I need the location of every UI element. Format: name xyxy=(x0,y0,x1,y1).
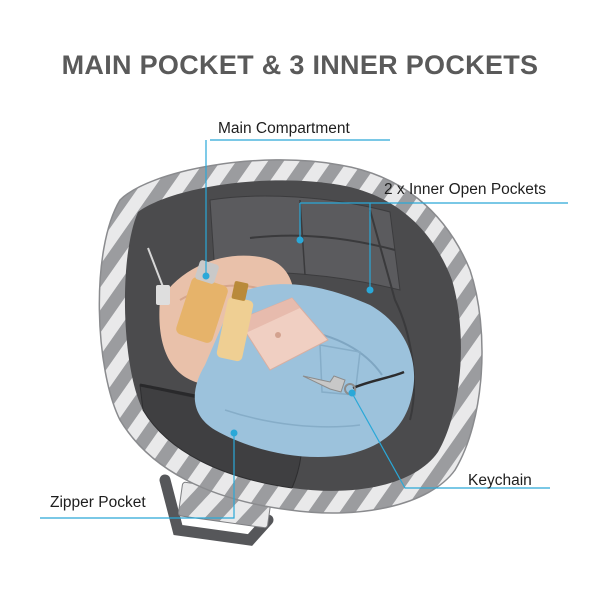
hang-tag xyxy=(147,247,170,305)
inner-open-pockets-label: 2 x Inner Open Pockets xyxy=(384,181,546,198)
callout-main-compartment xyxy=(202,139,390,280)
keychain xyxy=(302,370,405,395)
page-title: MAIN POCKET & 3 INNER POCKETS xyxy=(61,50,539,80)
main-compartment-label: Main Compartment xyxy=(218,120,350,137)
callout-zipper-pocket xyxy=(40,429,238,519)
zipper-pocket-label: Zipper Pocket xyxy=(50,494,146,511)
callout-inner-open-pockets xyxy=(296,202,568,294)
cosmetic-bottle xyxy=(176,260,254,362)
callout-keychain xyxy=(348,389,550,489)
keychain-label: Keychain xyxy=(468,472,532,489)
wallet xyxy=(237,297,329,371)
